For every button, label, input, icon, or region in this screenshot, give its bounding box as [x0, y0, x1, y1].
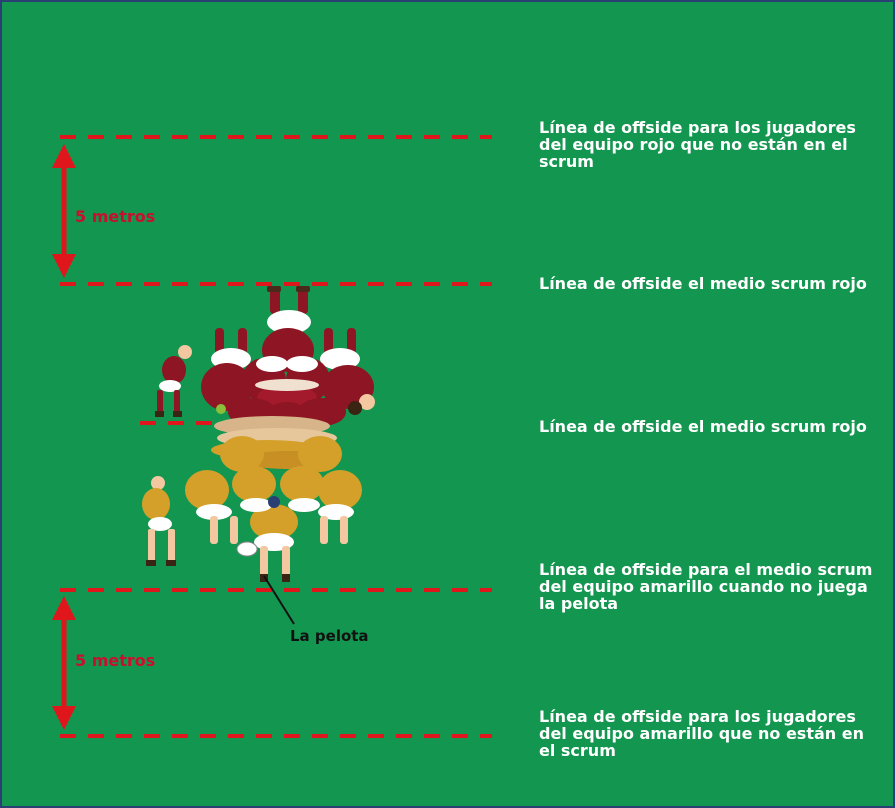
distance-arrow-bottom	[52, 596, 76, 730]
ball-pointer	[263, 575, 295, 625]
scrum-illustration	[142, 286, 375, 625]
label-yellow-team-offside: Línea de offside para los jugadores del …	[539, 707, 864, 760]
yellow-team-players	[185, 436, 362, 582]
label-red-half-mid: Línea de offside el medio scrum rojo	[539, 417, 867, 436]
distance-arrow-top	[52, 144, 76, 278]
label-red-team-offside: Línea de offside para los jugadores del …	[539, 118, 856, 171]
distance-label-bottom: 5 metros	[75, 651, 156, 670]
ball-label: La pelota	[290, 627, 369, 645]
label-red-half-top: Línea de offside el medio scrum rojo	[539, 274, 867, 293]
red-scrum-half	[155, 345, 192, 417]
red-team-players	[201, 286, 375, 426]
yellow-scrum-half	[142, 476, 176, 566]
distance-label-top: 5 metros	[75, 207, 156, 226]
label-yellow-half: Línea de offside para el medio scrum del…	[539, 560, 873, 613]
rugby-ball	[236, 541, 258, 557]
